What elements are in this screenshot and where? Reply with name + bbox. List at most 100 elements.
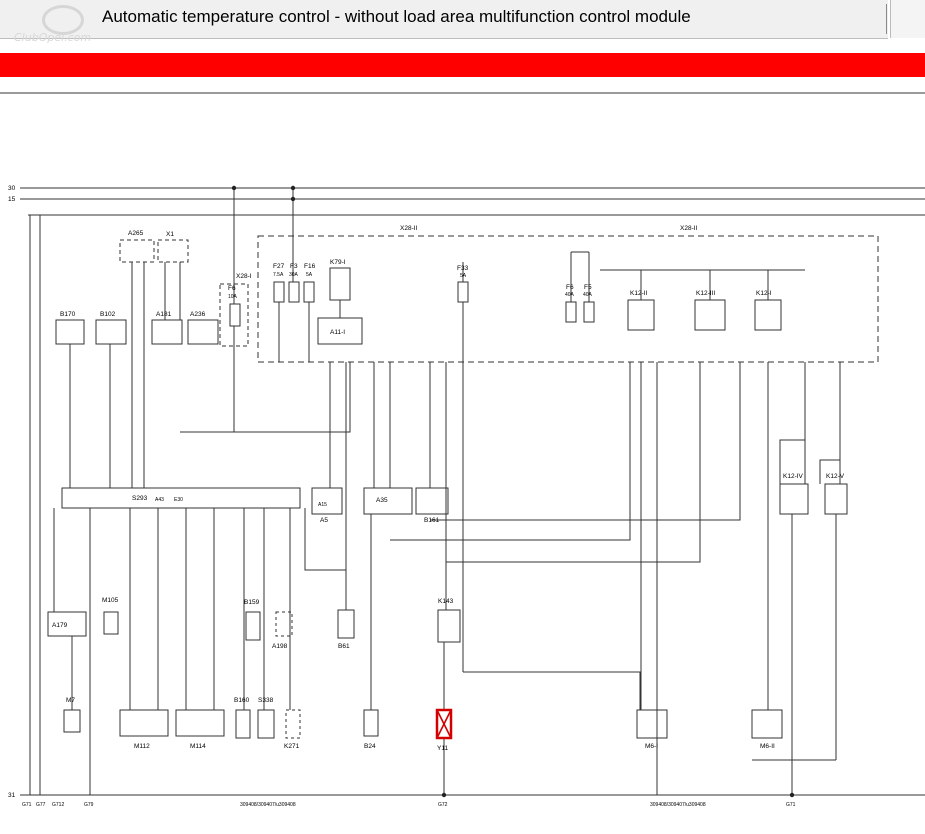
module-label: A181 [156, 311, 172, 318]
ground-label: G712 [52, 802, 64, 808]
relay-k12-iii-icon [694, 299, 726, 331]
fuse-f3-icon [288, 281, 300, 303]
wire [180, 362, 351, 433]
module-tag: E30 [174, 497, 183, 503]
module-a179-icon [47, 611, 87, 637]
y11-compressor-clutch-symbol[interactable] [435, 708, 453, 740]
junction-dot [290, 185, 296, 191]
y11-label: Y11 [437, 745, 448, 752]
motor-m112-icon [119, 709, 169, 737]
fuse-f33-icon [457, 281, 469, 303]
fuse-f6-40a-icon [565, 301, 577, 323]
module-label: B161 [424, 517, 440, 524]
sensor-b160-icon [235, 709, 251, 739]
fuse-f6-10a-icon [229, 303, 241, 327]
footer-reference: 309408/309407/u309408 [240, 802, 296, 808]
module-label: A5 [320, 517, 328, 524]
connector-label: X28-II [400, 225, 418, 232]
module-a181-icon [151, 319, 183, 345]
module-label: B61 [338, 643, 350, 650]
ground-label: G72 [438, 802, 448, 808]
wire [390, 362, 631, 541]
motor-m6-i-icon [636, 709, 668, 739]
fuse-rating: 10A [228, 294, 238, 300]
sensor-b102-icon [95, 319, 127, 345]
rail-30-label: 30 [8, 185, 16, 192]
module-label: K271 [284, 743, 300, 750]
module-a198-icon [275, 611, 293, 637]
connector-x1-icon [157, 239, 189, 263]
sensor-b159-icon [245, 611, 261, 641]
watermark-text: ClubOpel.com [14, 31, 92, 44]
fuse-rating: 40A [583, 292, 593, 298]
fuse-label: F27 [273, 263, 285, 270]
module-label: A11-I [330, 329, 345, 336]
ground-label: G71 [22, 802, 32, 808]
component-name: AC compressor clutch [90, 109, 261, 126]
module-tag: A43 [155, 497, 164, 503]
relay-label: K12-IV [783, 473, 804, 480]
relay-label: K12-II [630, 290, 648, 297]
fuse-label: F3 [290, 263, 298, 270]
connector-label: X28-II [680, 225, 698, 232]
module-label: M7 [66, 697, 75, 704]
junction-dot [231, 185, 237, 191]
module-label: M114 [190, 743, 206, 750]
window-corner-panel [890, 0, 925, 38]
relay-label: K143 [438, 598, 454, 605]
ground-label: G71 [786, 802, 796, 808]
wire [430, 362, 741, 521]
motor-m7-icon [63, 709, 81, 733]
module-label: S338 [258, 697, 274, 704]
wire [463, 671, 641, 710]
relay-label: K12-V [826, 473, 845, 480]
module-label: A35 [376, 497, 388, 504]
fuse-f5-icon [583, 301, 595, 323]
ground-label: G79 [84, 802, 94, 808]
ground-label: G77 [36, 802, 46, 808]
fuse-rating: 30A [289, 272, 299, 278]
switch-s338-icon [257, 709, 275, 739]
sensor-b170-icon [55, 319, 85, 345]
sensor-b161-icon [415, 487, 449, 515]
module-label: A198 [272, 643, 288, 650]
title-bar: ClubOpel.com Automatic temperature contr… [0, 0, 888, 44]
relay-k12-i-icon [754, 299, 782, 331]
wire [779, 439, 805, 484]
control-panel-s293-icon [61, 487, 301, 509]
header-divider [0, 92, 925, 94]
module-label: M6-II [760, 743, 775, 750]
relay-label: K12-III [696, 290, 715, 297]
module-label: B160 [234, 697, 250, 704]
junction-dot [789, 792, 795, 798]
module-a265-icon [119, 239, 155, 263]
fuse-label: F16 [304, 263, 316, 270]
x28-enclosure [257, 235, 879, 363]
fuse-label: F6 [566, 284, 574, 291]
wire [304, 508, 346, 571]
fuse-rating: 5A [460, 273, 467, 279]
relay-label: K12-I [756, 290, 772, 297]
watermark-logo: ClubOpel.com [14, 5, 104, 45]
relay-k12-v-icon [824, 483, 848, 515]
page-title: Automatic temperature control - without … [102, 7, 691, 26]
motor-m114-icon [175, 709, 225, 737]
module-label: A179 [52, 622, 68, 629]
fuse-f16-icon [303, 281, 315, 303]
junction-dot [290, 196, 296, 202]
sensor-b24-icon [363, 709, 379, 737]
selected-component-bar[interactable]: Y11 AC compressor clutch [0, 53, 925, 126]
module-k271-icon [285, 709, 301, 739]
module-a35-icon [363, 487, 413, 515]
relay-k79-icon [329, 267, 351, 301]
fuse-label: F5 [584, 284, 592, 291]
module-label: M105 [102, 597, 119, 604]
module-label: B102 [100, 311, 116, 318]
module-label: B170 [60, 311, 76, 318]
rail-31-label: 31 [8, 792, 16, 799]
fuse-rating: 40A [565, 292, 575, 298]
fuse-rating: 5A [306, 272, 313, 278]
relay-k143-icon [437, 609, 461, 643]
module-label: M112 [134, 743, 150, 750]
